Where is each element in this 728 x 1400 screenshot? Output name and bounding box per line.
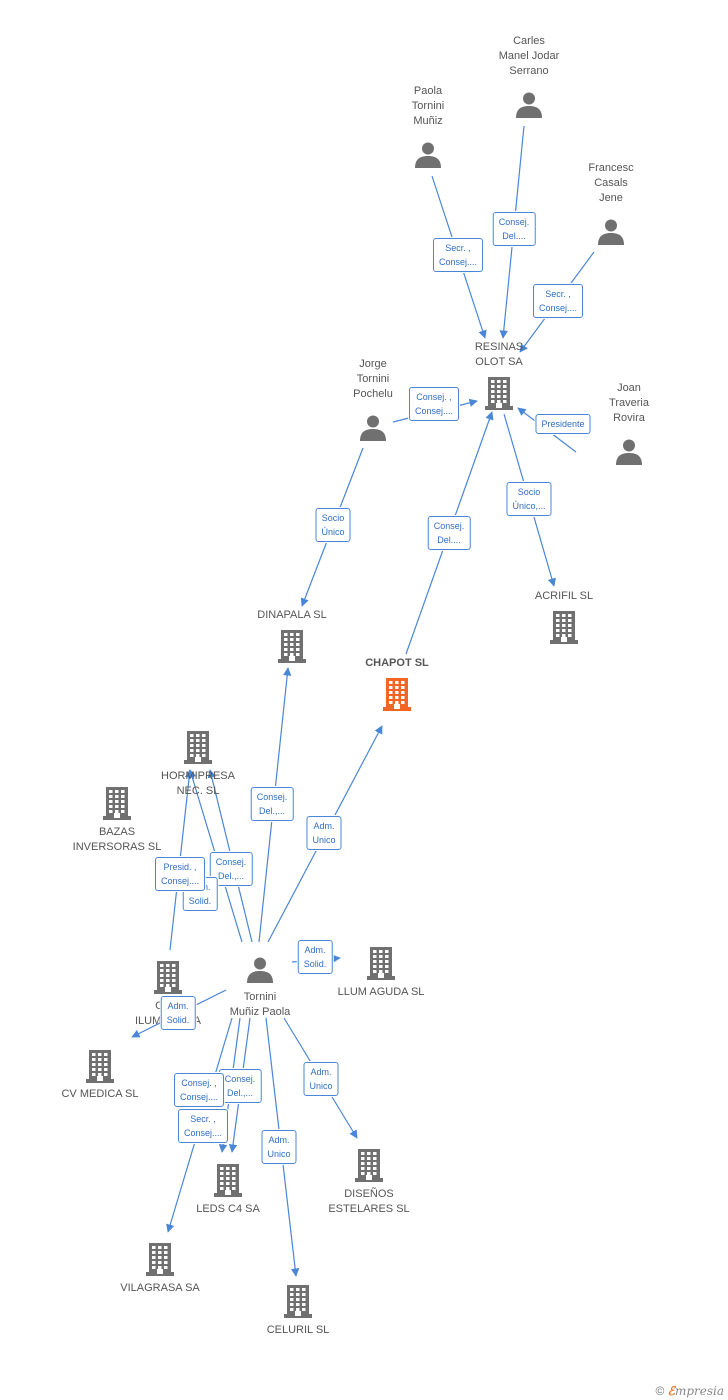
node-label-resinas[interactable]: RESINAS OLOT SA <box>475 340 523 370</box>
node-label-joan[interactable]: Joan Traveria Rovira <box>609 381 649 426</box>
building-icon-chapot[interactable] <box>381 677 413 716</box>
node-label-text: Jorge Tornini Pochelu <box>353 358 393 400</box>
node-label-leds[interactable]: LEDS C4 SA <box>196 1202 260 1217</box>
node-label-carles[interactable]: Carles Manel Jodar Serrano <box>499 34 560 79</box>
building-icon-resinas[interactable] <box>483 376 515 415</box>
edge-label-tornini-to-dinapala[interactable]: Consej. Del.,... <box>250 787 294 821</box>
node-label-hormipresa[interactable]: HORMIPRESA NEC. SL <box>161 769 235 799</box>
node-label-dinapala[interactable]: DINAPALA SL <box>257 608 327 623</box>
edge-label-tornini-to-cvmedica[interactable]: Adm. Solid. <box>160 996 196 1030</box>
node-label-jorge[interactable]: Jorge Tornini Pochelu <box>353 357 393 402</box>
node-label-celuril[interactable]: CELURIL SL <box>267 1323 330 1338</box>
edge-label-joan-to-resinas[interactable]: Consej. , Consej.... <box>408 387 460 421</box>
person-icon-joan[interactable] <box>615 437 643 470</box>
edge-label-jorge-to-resinas[interactable]: Presidente <box>535 414 591 434</box>
edge-label-carles-to-resinas[interactable]: Consej. Del.... <box>492 212 536 246</box>
node-label-acrifil[interactable]: ACRIFIL SL <box>535 589 593 604</box>
edge-label-resinas-to-acrifil[interactable]: Socio Único,... <box>506 482 552 516</box>
node-label-text: DISEÑOS ESTELARES SL <box>328 1188 410 1215</box>
building-icon-leds[interactable] <box>212 1163 244 1202</box>
empresia-logo[interactable]: ℰmpresia <box>667 1384 724 1398</box>
person-icon-carles[interactable] <box>515 90 543 123</box>
footer-brand: © ℰmpresia <box>655 1384 724 1398</box>
building-icon-llum[interactable] <box>365 946 397 985</box>
node-label-text: Francesc Casals Jene <box>588 162 634 204</box>
node-label-text: HORMIPRESA NEC. SL <box>161 770 235 797</box>
building-icon-disenos[interactable] <box>353 1148 385 1187</box>
edge-label-tornini-to-disenos[interactable]: Adm. Unico <box>303 1062 339 1096</box>
person-icon-jorge[interactable] <box>359 413 387 446</box>
edge-label-tornini-to-chapot[interactable]: Adm. Unico <box>306 816 342 850</box>
edge-label-co_ilum-to-hormipresa[interactable]: Presid. , Consej.... <box>154 857 206 891</box>
node-label-bazas[interactable]: BAZAS INVERSORAS SL <box>73 825 162 855</box>
edge-label-tornini-to-llum[interactable]: Adm. Solid. <box>297 940 333 974</box>
node-label-text: VILAGRASA SA <box>120 1282 200 1294</box>
building-icon-vilagrasa[interactable] <box>144 1242 176 1281</box>
node-label-text: Tornini Muñiz Paola <box>229 991 291 1018</box>
node-label-disenos[interactable]: DISEÑOS ESTELARES SL <box>328 1187 409 1217</box>
edge-label-francesc-to-resinas[interactable]: Secr. , Consej.... <box>532 284 584 318</box>
edge-label-tornini-to-leds[interactable]: Consej. Del.,... <box>218 1069 262 1103</box>
node-label-llum[interactable]: LLUM AGUDA SL <box>338 985 425 1000</box>
building-icon-celuril[interactable] <box>282 1284 314 1323</box>
edge-label-paola_top-to-resinas[interactable]: Secr. , Consej.... <box>432 238 484 272</box>
person-icon-tornini[interactable] <box>246 955 274 988</box>
edge-label-tornini-to-vilagrasa[interactable]: Secr. , Consej.... <box>177 1109 229 1143</box>
building-icon-dinapala[interactable] <box>276 629 308 668</box>
node-label-text: RESINAS OLOT SA <box>474 341 524 368</box>
node-label-text: Paola Tornini Muñiz <box>411 85 445 127</box>
building-icon-cvmedica[interactable] <box>84 1049 116 1088</box>
edge-label-tornini-to-leds[interactable]: Consej. , Consej.... <box>173 1073 225 1107</box>
node-label-text: BAZAS INVERSORAS SL <box>72 826 162 853</box>
node-label-chapot[interactable]: CHAPOT SL <box>365 656 429 671</box>
node-label-paola_top[interactable]: Paola Tornini Muñiz <box>412 84 444 129</box>
copyright-symbol: © <box>655 1384 665 1398</box>
person-icon-paola_top[interactable] <box>414 140 442 173</box>
node-label-text: CHAPOT SL <box>365 657 429 669</box>
building-icon-hormipresa[interactable] <box>182 730 214 769</box>
edge-label-jorge-to-dinapala[interactable]: Socio Único <box>315 508 351 542</box>
node-label-francesc[interactable]: Francesc Casals Jene <box>588 161 633 206</box>
building-icon-acrifil[interactable] <box>548 610 580 649</box>
node-label-text: CELURIL SL <box>266 1324 330 1336</box>
person-icon-francesc[interactable] <box>597 217 625 250</box>
node-label-text: CV MEDICA SL <box>61 1088 139 1100</box>
node-label-text: LEDS C4 SA <box>196 1203 260 1215</box>
node-label-text: Joan Traveria Rovira <box>609 382 649 424</box>
node-label-text: LLUM AGUDA SL <box>337 986 425 998</box>
node-label-text: ACRIFIL SL <box>534 590 594 602</box>
node-label-text: Carles Manel Jodar Serrano <box>498 35 560 77</box>
node-label-tornini[interactable]: Tornini Muñiz Paola <box>230 990 291 1020</box>
node-label-cvmedica[interactable]: CV MEDICA SL <box>61 1087 138 1102</box>
node-label-text: DINAPALA SL <box>257 609 327 621</box>
edge-label-tornini-to-celuril[interactable]: Adm. Unico <box>261 1130 297 1164</box>
building-icon-co_ilum[interactable] <box>152 960 184 999</box>
node-label-vilagrasa[interactable]: VILAGRASA SA <box>120 1281 199 1296</box>
edge-label-chapot-to-resinas[interactable]: Consej. Del.... <box>427 516 471 550</box>
building-icon-bazas[interactable] <box>101 786 133 825</box>
